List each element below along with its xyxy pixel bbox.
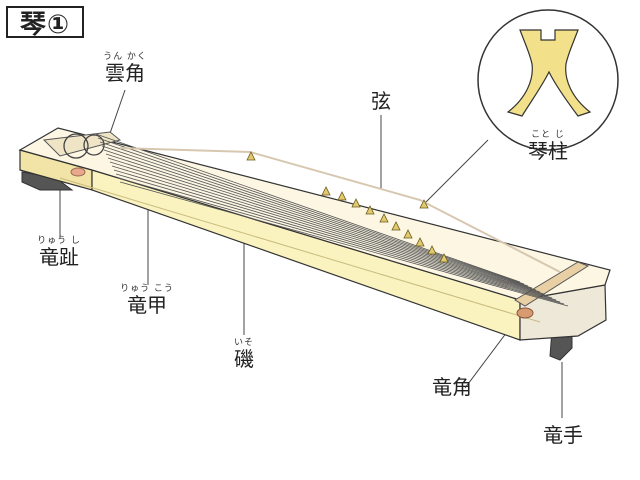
tail-hole <box>517 308 533 318</box>
label-ryushi-text: 竜趾 <box>26 246 92 268</box>
label-gen: 弦 <box>368 90 394 112</box>
label-gen-text: 弦 <box>368 90 394 112</box>
label-kotoji-text: 琴柱 <box>518 140 578 162</box>
label-unkaku-text: 雲角 <box>95 62 155 84</box>
head-hole <box>71 168 85 176</box>
kotoji-detail-circle <box>478 10 618 150</box>
label-ryukaku: 竜角 <box>422 376 482 398</box>
label-ryuko: りゅう こう 竜甲 <box>112 284 182 316</box>
leader-kotoji <box>423 140 488 205</box>
label-ryushu: 竜手 <box>532 424 594 446</box>
label-kotoji: こと じ 琴柱 <box>518 130 578 162</box>
label-ryukaku-text: 竜角 <box>422 376 482 398</box>
label-ryushu-text: 竜手 <box>532 424 594 446</box>
label-iso-text: 磯 <box>224 348 264 370</box>
label-unkaku: うん かく 雲角 <box>95 52 155 84</box>
label-ryushi: りゅう し 竜趾 <box>26 236 92 268</box>
label-iso: いそ 磯 <box>224 338 264 370</box>
label-ryuko-text: 竜甲 <box>112 294 182 316</box>
